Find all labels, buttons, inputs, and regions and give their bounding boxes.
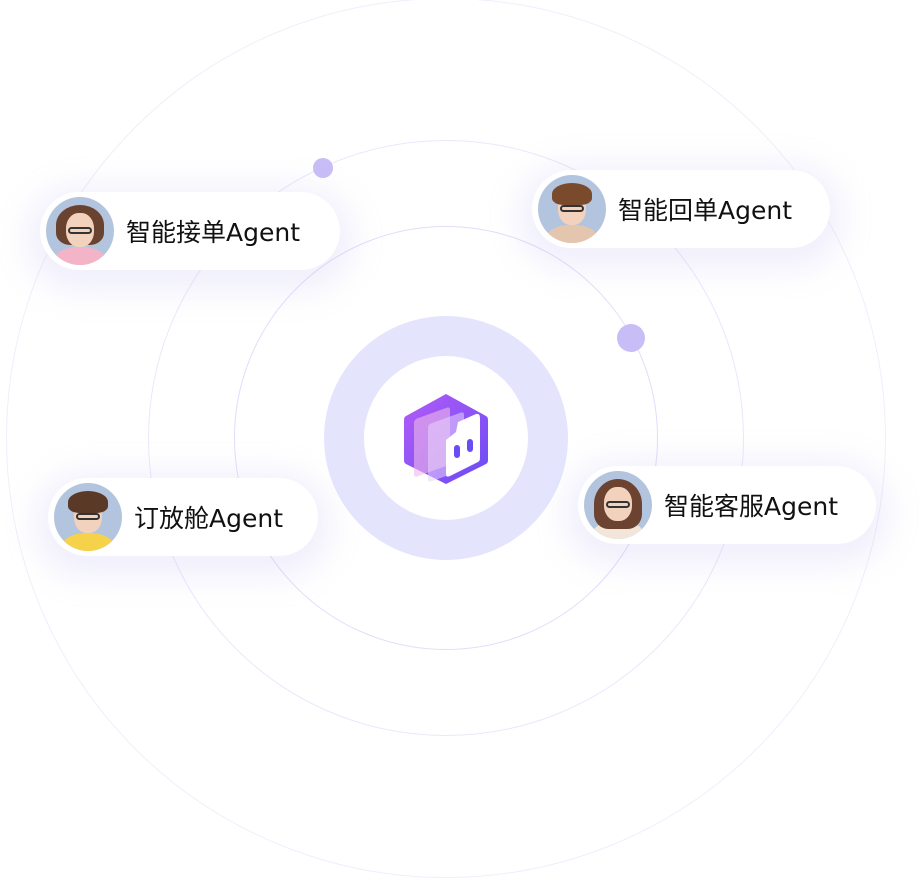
orbit-dot (617, 324, 645, 352)
orbit-middle (148, 140, 744, 736)
agent-card-receipt[interactable]: 智能回单Agent (532, 170, 830, 248)
agent-label: 智能回单Agent (618, 196, 792, 225)
orbit-dot (313, 158, 333, 178)
cube-cat-logo-icon (404, 394, 488, 484)
agent-card-customer-service[interactable]: 智能客服Agent (578, 466, 876, 544)
agent-label: 智能客服Agent (664, 492, 838, 521)
agent-card-booking[interactable]: 订放舱Agent (48, 478, 318, 556)
man-glasses-beige-avatar-icon (538, 175, 606, 243)
agent-card-order-intake[interactable]: 智能接单Agent (40, 192, 340, 270)
woman-glasses-pink-avatar-icon (46, 197, 114, 265)
woman-long-hair-avatar-icon (584, 471, 652, 539)
orbit-inner (234, 226, 658, 650)
boy-glasses-yellow-avatar-icon (54, 483, 122, 551)
agent-label: 订放舱Agent (134, 504, 283, 533)
agent-label: 智能接单Agent (126, 218, 300, 247)
